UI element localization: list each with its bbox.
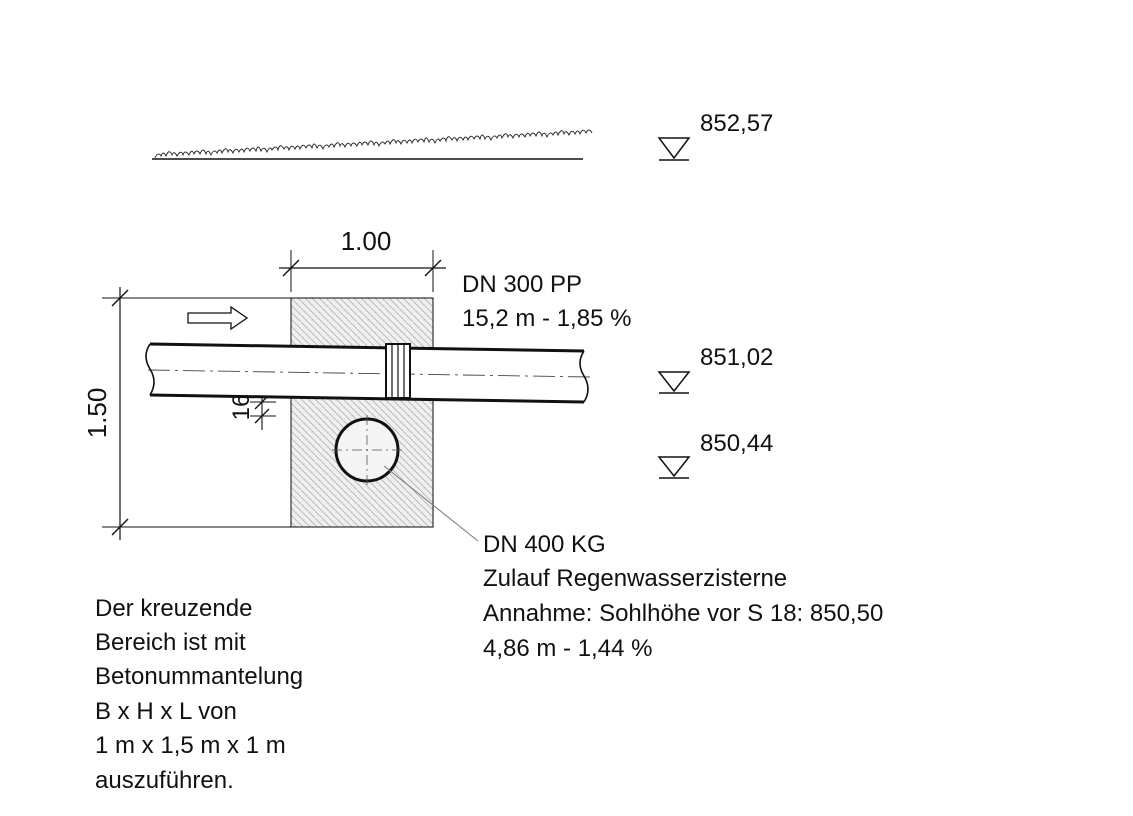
width-dimension: 1.00 [279, 226, 446, 292]
width-dimension-text: 1.00 [341, 226, 392, 256]
pipe-socket [385, 343, 411, 399]
height-dimension: 1.50 [82, 287, 291, 540]
upper-pipe-label: DN 300 PP 15,2 m - 1,85 % [462, 271, 631, 332]
note-line5: 1 m x 1,5 m x 1 m [95, 732, 286, 759]
level-marker-pipe-top: 851,02 [657, 344, 773, 394]
upper-pipe-label-line1: DN 300 PP [462, 271, 582, 298]
concrete-encasement [290, 297, 434, 528]
lower-pipe-label-line4: 4,86 m - 1,44 % [483, 635, 652, 662]
lower-pipe-label: DN 400 KG Zulauf Regenwasserzisterne Ann… [483, 531, 883, 662]
level-pipe-top-text: 851,02 [700, 344, 773, 371]
encasement-note: Der kreuzende Bereich ist mit Betonumman… [95, 595, 303, 794]
note-line2: Bereich ist mit [95, 629, 246, 656]
lower-pipe-label-line1: DN 400 KG [483, 531, 606, 558]
note-line4: B x H x L von [95, 698, 237, 725]
upper-pipe-label-line2: 15,2 m - 1,85 % [462, 305, 631, 332]
ground-surface [152, 129, 593, 160]
note-line3: Betonummantelung [95, 663, 303, 690]
flow-arrow-icon [187, 305, 249, 331]
level-ground-text: 852,57 [700, 110, 773, 137]
level-marker-ground: 852,57 [657, 110, 773, 161]
lower-pipe-leader [383, 465, 479, 542]
level-pipe-bottom-text: 850,44 [700, 430, 773, 457]
note-line6: auszuführen. [95, 767, 234, 794]
height-dimension-text: 1.50 [82, 388, 112, 439]
lower-pipe-section [332, 415, 402, 485]
level-marker-pipe-bottom: 850,44 [657, 430, 773, 479]
upper-pipe [145, 342, 591, 404]
lower-pipe-label-line2: Zulauf Regenwasserzisterne [483, 565, 787, 592]
lower-pipe-label-line3: Annahme: Sohlhöhe vor S 18: 850,50 [483, 600, 883, 627]
note-line1: Der kreuzende [95, 595, 252, 622]
